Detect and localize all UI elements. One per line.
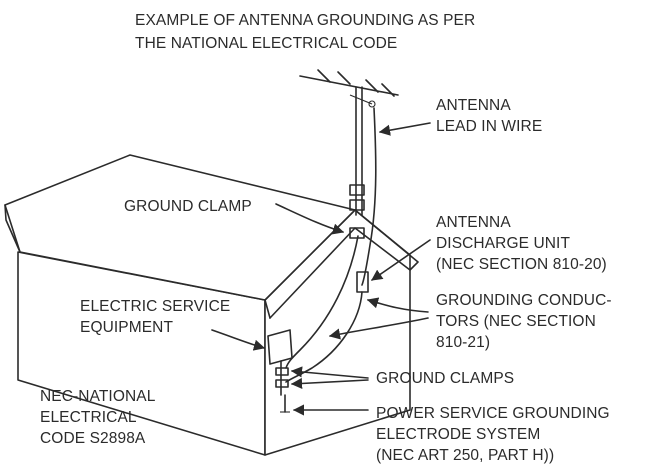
label-line: GROUND CLAMP (124, 198, 252, 215)
label-line: ANTENNA (436, 97, 511, 114)
label-line: ANTENNA (436, 214, 511, 231)
label-line: CODE S2898A (40, 430, 146, 447)
diagram-title: EXAMPLE OF ANTENNA GROUNDING AS PER THE … (135, 9, 475, 55)
label-line: POWER SERVICE GROUNDING (376, 405, 610, 422)
label-line: ELECTRICAL (40, 409, 137, 426)
ground-clamp-label: GROUND CLAMP (124, 196, 252, 217)
label-line: LEAD IN WIRE (436, 118, 543, 135)
label-line: DISCHARGE UNIT (436, 235, 571, 252)
label-line: (NEC SECTION 810-20) (436, 256, 607, 273)
label-line: GROUND CLAMPS (376, 370, 515, 387)
ground-clamps-label: GROUND CLAMPS (376, 368, 514, 389)
title-line-1: EXAMPLE OF ANTENNA GROUNDING AS PER (135, 12, 476, 29)
label-line: ELECTRIC SERVICE (80, 298, 231, 315)
grounding-electrode-system-label: POWER SERVICE GROUNDING ELECTRODE SYSTEM… (376, 403, 610, 466)
label-line: 810-21) (436, 334, 491, 351)
electric-service-equipment-label: ELECTRIC SERVICE EQUIPMENT (80, 296, 230, 338)
label-line: GROUNDING CONDUC- (436, 292, 612, 309)
title-line-2: THE NATIONAL ELECTRICAL CODE (135, 35, 398, 52)
antenna-discharge-unit-label: ANTENNA DISCHARGE UNIT (NEC SECTION 810-… (436, 212, 607, 275)
label-line: (NEC ART 250, PART H)) (376, 447, 555, 464)
antenna-lead-in-wire-label: ANTENNA LEAD IN WIRE (436, 95, 542, 137)
nec-note-label: NEC-NATIONAL ELECTRICAL CODE S2898A (40, 386, 155, 449)
label-line: ELECTRODE SYSTEM (376, 426, 541, 443)
grounding-conductors-label: GROUNDING CONDUC- TORS (NEC SECTION 810-… (436, 290, 612, 353)
label-line: EQUIPMENT (80, 319, 174, 336)
label-line: NEC-NATIONAL (40, 388, 156, 405)
label-line: TORS (NEC SECTION (436, 313, 596, 330)
service-equipment-box (267, 329, 293, 365)
antenna-icon (299, 69, 399, 239)
